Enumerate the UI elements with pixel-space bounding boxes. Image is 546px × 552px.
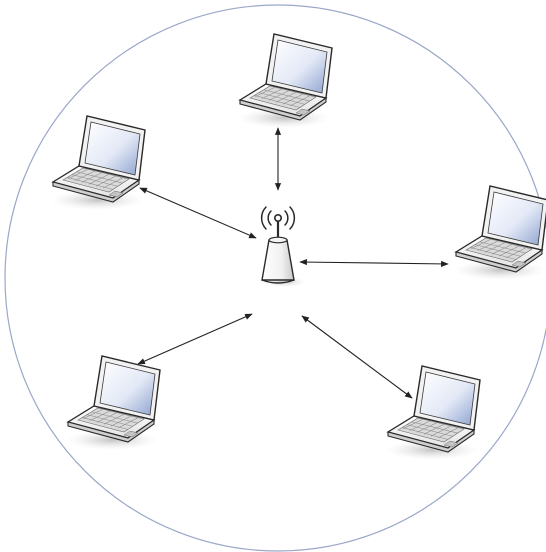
link-arrow-lower-right: [302, 316, 412, 398]
laptop-icon-lower-right: [386, 366, 480, 460]
link-arrow-lower-left: [138, 314, 252, 364]
link-arrow-upper-left: [140, 188, 256, 238]
laptop-icon-upper-left: [51, 116, 145, 210]
laptop-icon-lower-left: [66, 356, 160, 450]
link-arrow-right: [300, 262, 448, 264]
laptop-icon-top: [238, 34, 332, 128]
laptop-icon-right: [454, 186, 546, 280]
wifi-router-icon: [262, 207, 306, 287]
